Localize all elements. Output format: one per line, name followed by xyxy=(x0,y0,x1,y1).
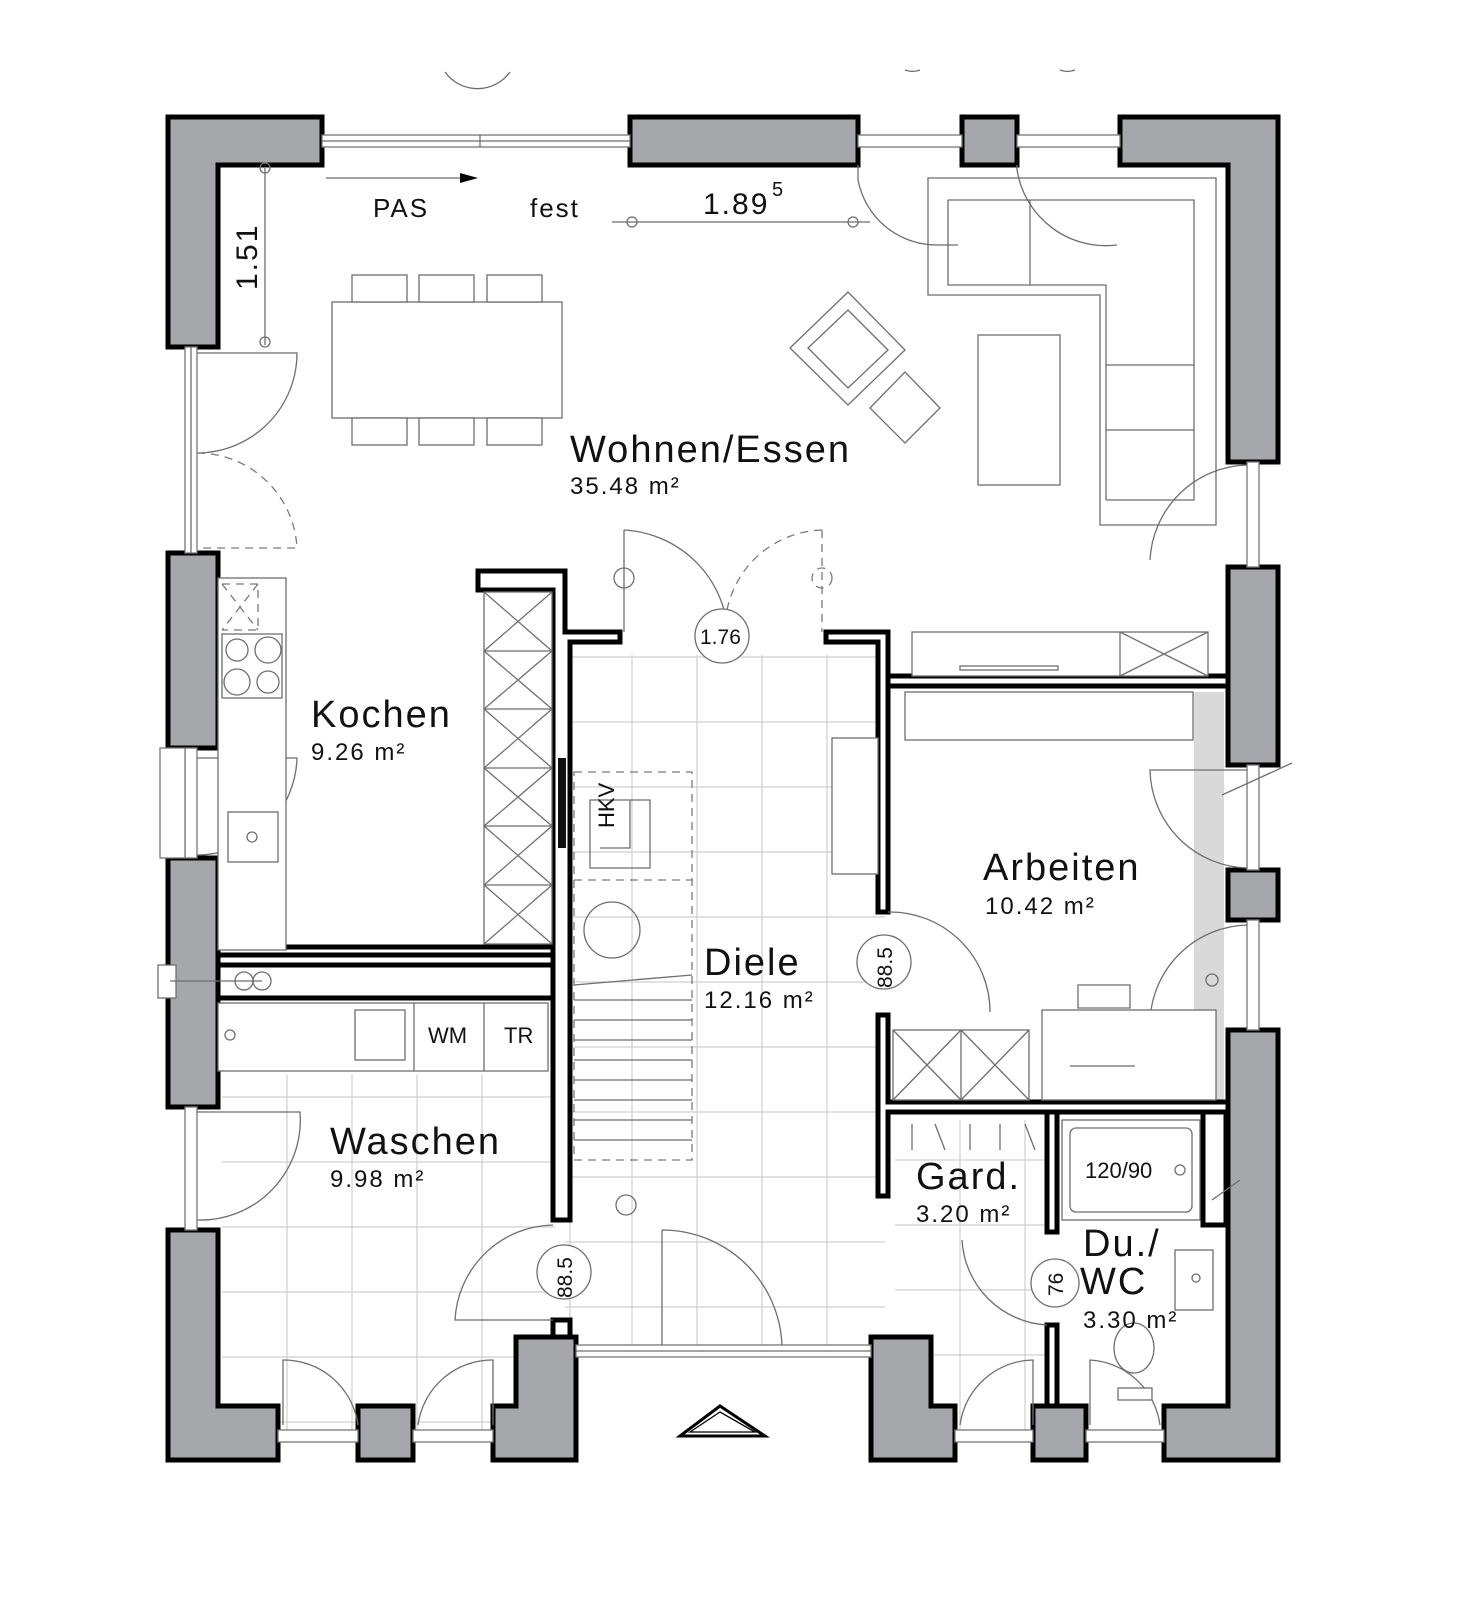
wall-left-kitchen xyxy=(165,550,221,751)
room-area-diele: 12.16 m² xyxy=(704,987,815,1014)
bath-fixtures xyxy=(1061,1119,1241,1401)
wall-bottom-pier-1 xyxy=(355,1403,416,1463)
room-name-wohnen: Wohnen/Essen xyxy=(570,429,851,471)
tile-grid xyxy=(222,655,1050,1440)
label-wm: WM xyxy=(428,1023,467,1048)
stairs xyxy=(573,771,693,1216)
wall-du-west xyxy=(1044,1322,1060,1409)
wall-bottom-entry-right xyxy=(868,1334,958,1463)
wall-right-pier xyxy=(1225,867,1281,923)
entrance-arrow xyxy=(675,1404,770,1438)
wall-top-center xyxy=(627,114,861,168)
room-name-waschen: Waschen xyxy=(330,1121,501,1163)
room-name-kochen: Kochen xyxy=(311,694,452,736)
label-shower: 120/90 xyxy=(1085,1158,1152,1183)
room-area-gard: 3.20 m² xyxy=(916,1201,1011,1228)
interior-walls xyxy=(215,568,1231,1409)
room-area-waschen: 9.98 m² xyxy=(330,1166,425,1193)
dining-table xyxy=(331,274,563,446)
sofa xyxy=(927,177,1217,526)
dimension-lines xyxy=(259,162,870,348)
wall-top-left xyxy=(165,114,325,350)
wall-du-east xyxy=(1200,1109,1229,1228)
wall-left-mid xyxy=(165,855,221,1110)
wall-bottom-entry-left xyxy=(490,1334,579,1463)
gard-rail xyxy=(911,1123,1036,1151)
sideboard xyxy=(911,631,1209,677)
room-area-arbeiten: 10.42 m² xyxy=(985,893,1096,920)
room-area-kochen: 9.26 m² xyxy=(311,739,406,766)
wall-right-arbeiten xyxy=(1225,564,1281,768)
wall-bottom-right xyxy=(1161,1027,1281,1463)
wall-waschen-entry xyxy=(550,1317,573,1340)
door-width-885-b: 88.5 xyxy=(554,1257,577,1298)
wall-arbeiten-north xyxy=(885,673,1231,689)
wall-diele-north xyxy=(823,629,891,915)
room-name-arbeiten: Arbeiten xyxy=(983,847,1141,889)
room-name-du-line1: Du./ xyxy=(1083,1223,1161,1265)
label-pas: PAS xyxy=(373,193,429,223)
kitchen-counter xyxy=(217,577,287,951)
door-width-176: 1.76 xyxy=(700,626,741,649)
room-name-gard: Gard. xyxy=(916,1156,1021,1198)
wall-gard-du xyxy=(1044,1109,1060,1235)
wall-bottom-left xyxy=(165,1227,281,1463)
room-name-diele: Diele xyxy=(704,942,801,984)
utility-fixtures xyxy=(157,964,549,1072)
armchair xyxy=(789,291,941,444)
dim-width: 1.89 xyxy=(703,188,769,221)
room-name-du-line2: WC xyxy=(1080,1261,1147,1303)
room-area-wohnen: 35.48 m² xyxy=(570,473,681,500)
label-tr: TR xyxy=(504,1023,533,1048)
wall-top-right xyxy=(1117,114,1281,465)
dim-height: 1.51 xyxy=(231,224,264,290)
dim-width-sup: 5 xyxy=(772,179,785,201)
door-width-76: 76 xyxy=(1045,1273,1068,1296)
door-width-markers xyxy=(536,567,1080,1308)
room-area-duwc: 3.30 m² xyxy=(1083,1307,1178,1334)
label-hkv: HKV xyxy=(594,782,619,828)
door-width-885-a: 88.5 xyxy=(874,947,897,988)
label-fest: fest xyxy=(530,193,580,223)
arbeiten-furniture xyxy=(831,691,1219,1101)
windows xyxy=(159,134,1260,1443)
wall-top-pier xyxy=(959,114,1020,168)
wall-bottom-pier-2 xyxy=(1030,1403,1089,1463)
wall-kitchen-east xyxy=(215,568,623,1223)
wall-utility xyxy=(215,962,556,1001)
tall-cabinets xyxy=(483,591,566,945)
